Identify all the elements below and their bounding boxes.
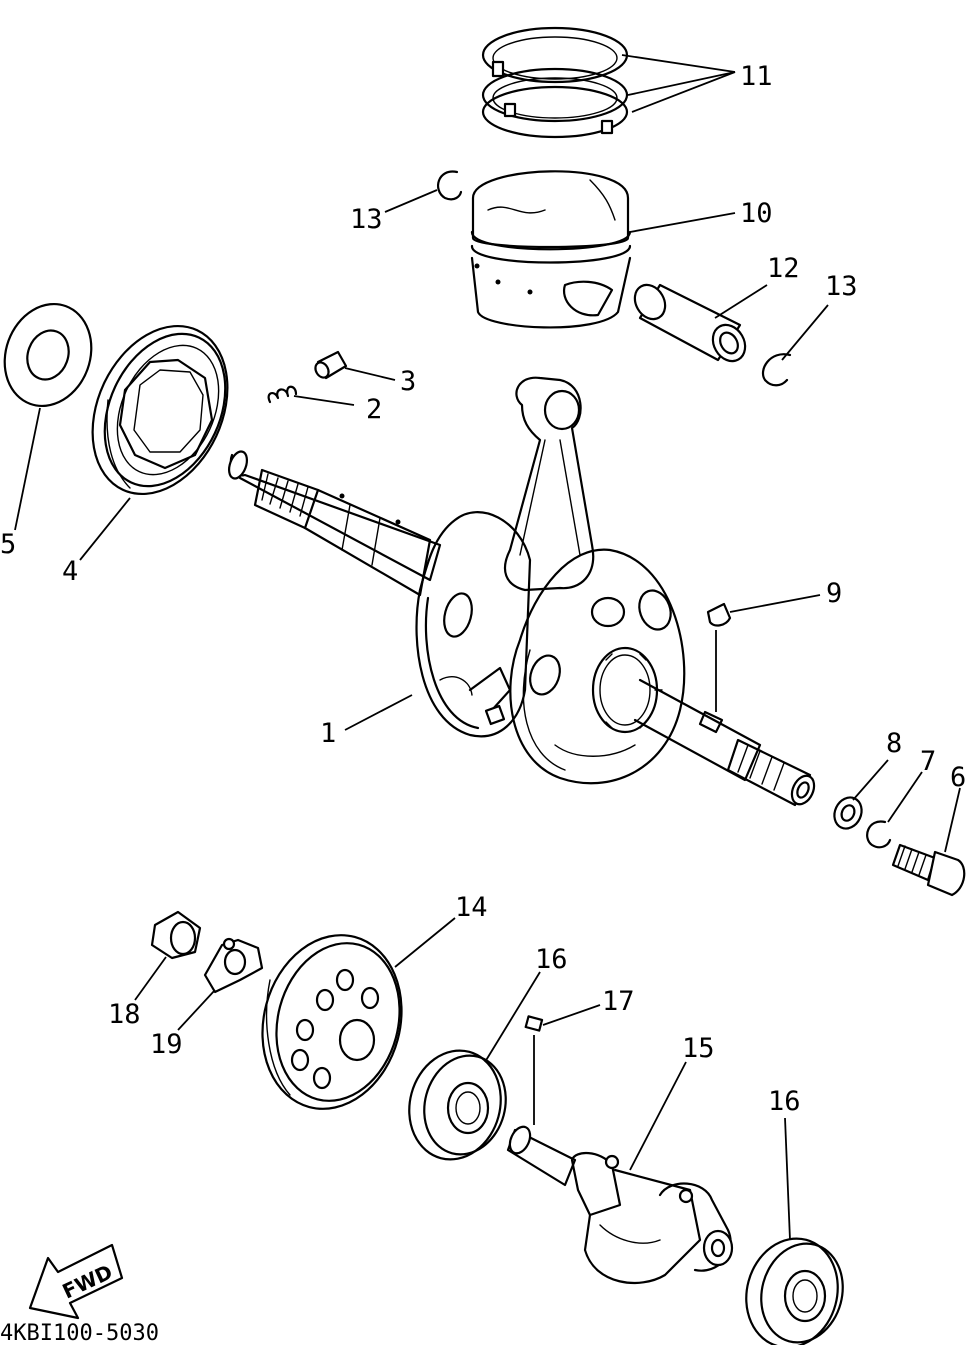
callout-15: 15 xyxy=(682,1033,715,1064)
spring xyxy=(267,385,298,404)
piston-pin-clip-upper xyxy=(436,170,463,201)
callout-16-right: 16 xyxy=(768,1086,801,1117)
bracket xyxy=(203,937,264,994)
callout-13-right: 13 xyxy=(825,271,858,302)
callout-7: 7 xyxy=(920,746,936,777)
callout-13-upper: 13 xyxy=(350,204,383,235)
callout-14: 14 xyxy=(455,892,488,923)
collar xyxy=(150,910,202,960)
piston-pin-clip-lower xyxy=(762,353,792,387)
callout-5: 5 xyxy=(0,529,16,560)
piston-rings xyxy=(481,26,629,139)
primary-gear xyxy=(91,324,229,496)
callout-12: 12 xyxy=(767,253,800,284)
callout-3: 3 xyxy=(400,366,416,397)
leader-lines xyxy=(14,54,961,1241)
callout-2: 2 xyxy=(366,394,382,425)
bolt xyxy=(891,843,966,897)
callout-18: 18 xyxy=(108,999,141,1030)
callout-19: 19 xyxy=(150,1029,183,1060)
woodruff-key xyxy=(706,602,732,627)
bearing-right xyxy=(745,1237,844,1345)
callout-numbers: 11 13 10 12 13 3 2 5 4 9 1 8 7 6 14 16 1… xyxy=(0,61,966,1117)
callout-17: 17 xyxy=(602,986,635,1017)
callout-9: 9 xyxy=(826,578,842,609)
callout-11: 11 xyxy=(740,61,773,92)
callout-10: 10 xyxy=(740,198,773,229)
balancer-gear xyxy=(261,934,403,1110)
piston xyxy=(470,170,632,329)
piston-pin xyxy=(633,283,747,363)
washer-small xyxy=(833,796,863,830)
dowel-pin xyxy=(314,350,348,380)
balancer-shaft xyxy=(506,1125,734,1285)
callout-4: 4 xyxy=(62,556,78,587)
callout-1: 1 xyxy=(320,718,336,749)
key-small xyxy=(524,1015,544,1032)
callout-6: 6 xyxy=(950,762,966,793)
washer xyxy=(3,302,93,408)
callout-8: 8 xyxy=(886,728,902,759)
forward-direction-arrow: FWD xyxy=(28,1243,124,1320)
bearing-left xyxy=(408,1049,507,1161)
crankshaft xyxy=(227,376,816,807)
clip xyxy=(866,820,892,849)
callout-16-left: 16 xyxy=(535,944,568,975)
part-code: 4KBI100-5030 xyxy=(0,1321,159,1345)
